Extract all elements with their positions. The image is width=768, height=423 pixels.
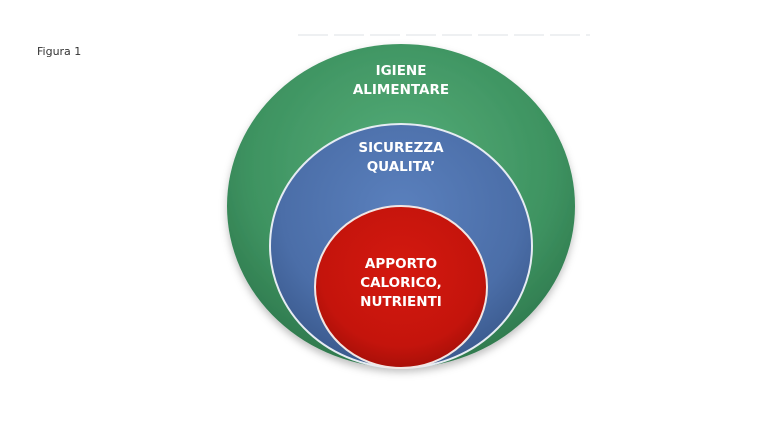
middle-label-line-2: QUALITA’	[366, 159, 436, 175]
outer-label-line-1: IGIENE	[375, 63, 427, 79]
header-divider	[298, 34, 590, 36]
inner-circle	[314, 205, 488, 369]
inner-label-line-2: CALORICO,	[360, 275, 442, 291]
middle-circle-label: SICUREZZA QUALITA’	[331, 139, 471, 177]
inner-label-line-1: APPORTO	[364, 256, 438, 272]
inner-label-line-3: NUTRIENTI	[360, 294, 442, 310]
inner-circle-label: APPORTO CALORICO, NUTRIENTI	[331, 255, 471, 312]
outer-label-line-2: ALIMENTARE	[352, 82, 450, 98]
outer-circle-label: IGIENE ALIMENTARE	[331, 62, 471, 100]
middle-label-line-1: SICUREZZA	[358, 140, 444, 156]
figure-caption: Figura 1	[37, 45, 82, 58]
